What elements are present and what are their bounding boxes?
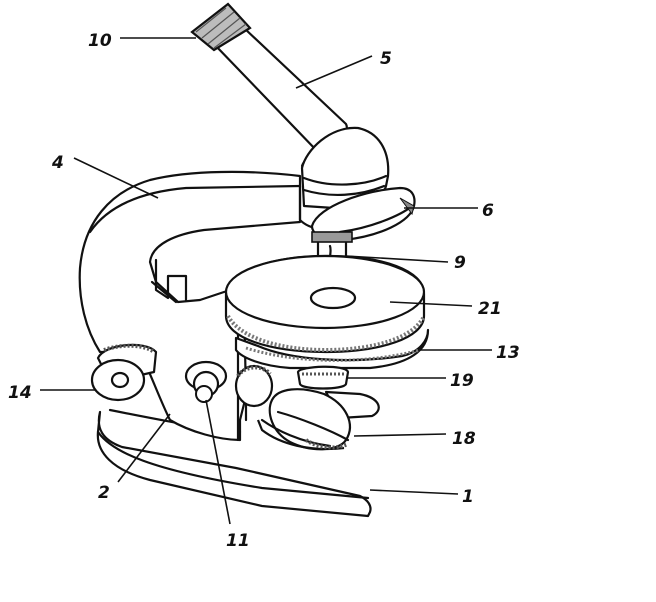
leader-2: [117, 413, 171, 483]
leader-1: [369, 489, 459, 495]
leader-5: [295, 55, 373, 89]
label-base: 1: [462, 487, 474, 507]
label-eyepiece: 10: [88, 31, 112, 51]
eyepiece: [190, 2, 252, 52]
label-arm: 4: [51, 153, 64, 173]
label-tube: 5: [380, 49, 392, 69]
coarse-focus-knob: [184, 360, 228, 403]
leader-lines: [40, 37, 492, 525]
leader-4: [73, 157, 159, 199]
side-wheel: [234, 364, 274, 422]
leader-11: [205, 399, 231, 525]
leader-9: [345, 255, 449, 263]
label-objective: 9: [454, 253, 466, 273]
label-stage-holder: 13: [496, 343, 520, 363]
mirror: [256, 388, 380, 451]
label-fine-focus: 19: [450, 371, 474, 391]
label-mirror: 18: [452, 429, 476, 449]
label-stage: 21: [478, 299, 502, 319]
label-focus-knob: 14: [8, 383, 32, 403]
label-pillar: 2: [98, 483, 110, 503]
stage-holder: [234, 328, 430, 370]
stage: [224, 254, 426, 354]
leader-18: [353, 433, 447, 437]
label-coarse-focus-knob: 11: [226, 531, 250, 551]
callouts: 10 5 4 6 9 21 13 19 18 1 2 11 14: [8, 31, 520, 551]
focus-knob: [90, 343, 158, 402]
leader-21: [389, 301, 473, 307]
label-revolver: 6: [482, 201, 494, 221]
fine-focus: [296, 365, 350, 390]
